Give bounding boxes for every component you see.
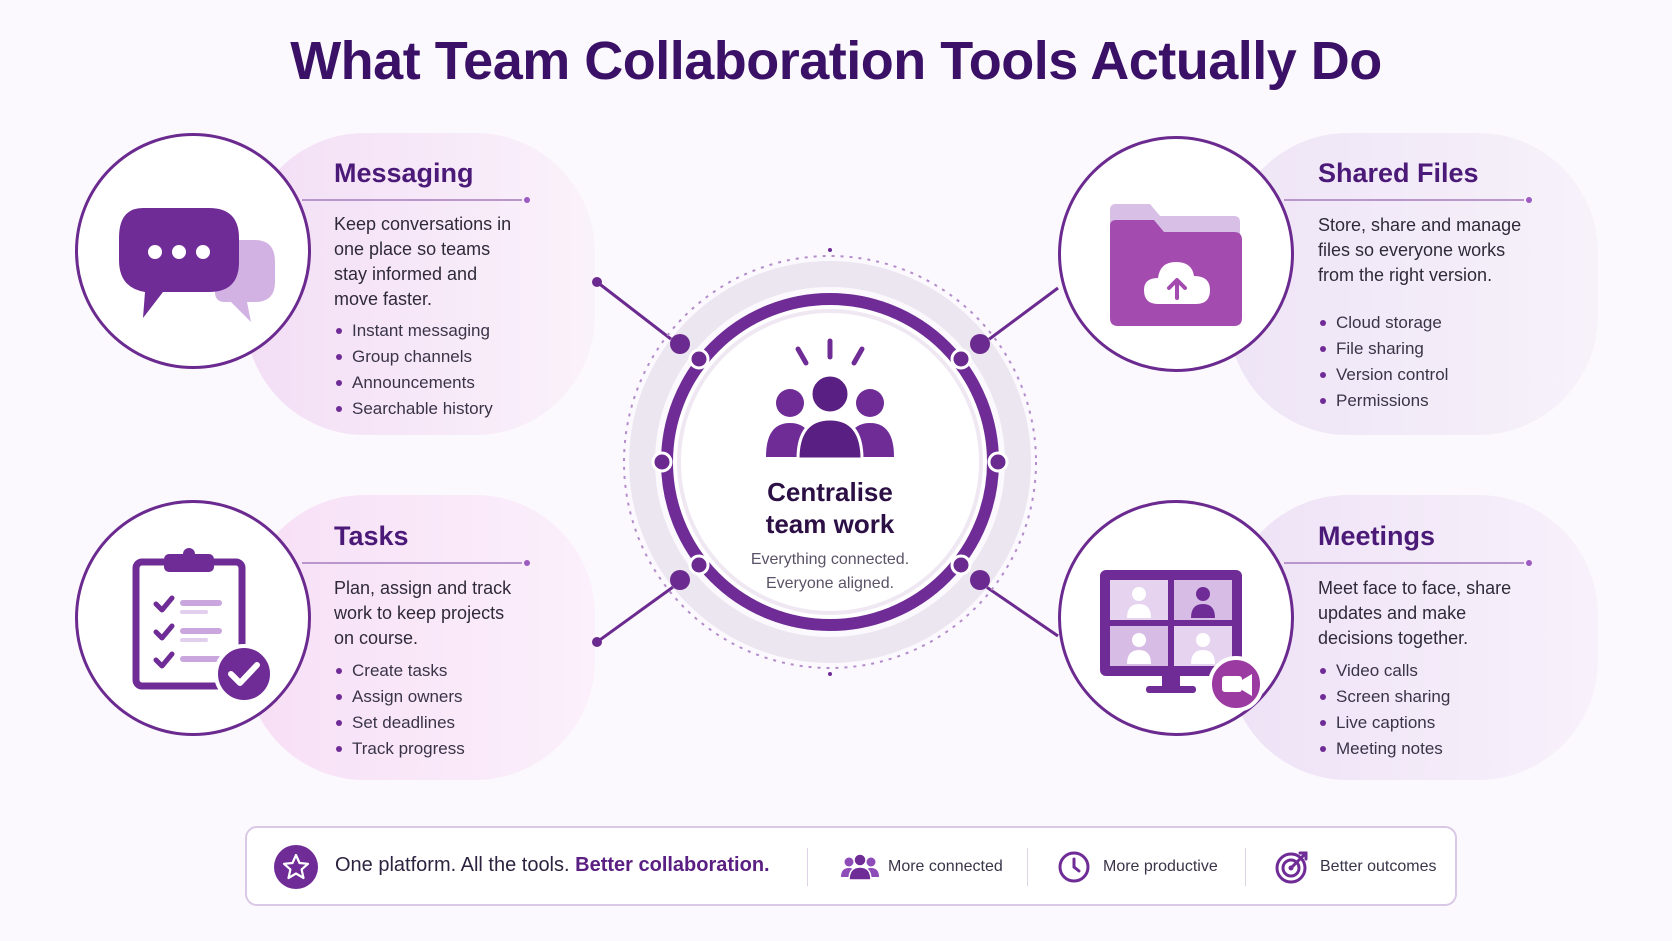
- meetings-feature: Screen sharing: [1318, 684, 1450, 710]
- people-icon: [841, 853, 879, 881]
- files-desc-line: Store, share and manage: [1318, 215, 1522, 235]
- video-call-monitor-icon: [1100, 570, 1264, 712]
- meetings-divider: [1284, 560, 1532, 566]
- messaging-desc-line: one place so teams: [334, 239, 491, 259]
- meetings-desc-line: updates and make: [1318, 603, 1467, 623]
- files-feature: Cloud storage: [1318, 310, 1448, 336]
- messaging-desc-line: Keep conversations in: [334, 214, 512, 234]
- target-icon: [1275, 851, 1308, 884]
- messaging-description: Keep conversations in one place so teams…: [334, 212, 511, 312]
- files-description: Store, share and manage files so everyon…: [1318, 213, 1521, 288]
- meetings-description: Meet face to face, share updates and mak…: [1318, 576, 1511, 651]
- center-title-line2: team work: [765, 509, 895, 539]
- center-title-line1: Centralise: [767, 477, 893, 507]
- center-subtitle: Everything connected. Everyone aligned.: [680, 548, 980, 596]
- center-ring: [623, 248, 1037, 676]
- stat-better-outcomes: Better outcomes: [1320, 858, 1437, 875]
- tasks-features: Create tasks Assign owners Set deadlines…: [334, 658, 465, 762]
- files-features: Cloud storage File sharing Version contr…: [1318, 310, 1448, 414]
- tasks-desc-line: on course.: [334, 628, 419, 648]
- footer-tagline: One platform. All the tools. Better coll…: [335, 854, 770, 877]
- center-subtitle-line1: Everything connected.: [750, 551, 910, 568]
- meetings-desc-line: Meet face to face, share: [1318, 578, 1512, 598]
- meetings-desc-line: decisions together.: [1318, 628, 1469, 648]
- tasks-divider: [302, 560, 530, 566]
- footer-separator: [1245, 848, 1246, 886]
- clock-icon: [1058, 851, 1090, 883]
- footer-bar: One platform. All the tools. Better coll…: [245, 826, 1457, 906]
- messaging-feature: Searchable history: [334, 396, 493, 422]
- messaging-title: Messaging: [334, 158, 474, 188]
- team-icon: [766, 338, 894, 461]
- tasks-desc-line: work to keep projects: [334, 603, 505, 623]
- tasks-feature: Assign owners: [334, 684, 465, 710]
- star-icon: [274, 845, 318, 889]
- stat-more-productive: More productive: [1103, 858, 1218, 875]
- messaging-feature: Announcements: [334, 370, 493, 396]
- tasks-feature: Set deadlines: [334, 710, 465, 736]
- meetings-features: Video calls Screen sharing Live captions…: [1318, 658, 1450, 762]
- footer-separator: [807, 848, 808, 886]
- tasks-description: Plan, assign and track work to keep proj…: [334, 576, 511, 651]
- tasks-title: Tasks: [334, 521, 409, 551]
- footer-tagline-plain: One platform. All the tools.: [335, 854, 570, 876]
- center-subtitle-line2: Everyone aligned.: [765, 575, 895, 592]
- messaging-feature: Instant messaging: [334, 318, 493, 344]
- files-divider: [1284, 197, 1532, 203]
- tasks-desc-line: Plan, assign and track: [334, 578, 512, 598]
- center-title: Centralise team work: [680, 476, 980, 540]
- messaging-features: Instant messaging Group channels Announc…: [334, 318, 493, 422]
- footer-tagline-bold: Better collaboration.: [575, 854, 770, 876]
- messaging-feature: Group channels: [334, 344, 493, 370]
- meetings-feature: Meeting notes: [1318, 736, 1450, 762]
- files-feature: File sharing: [1318, 336, 1448, 362]
- messaging-desc-line: stay informed and: [334, 264, 478, 284]
- chat-bubbles-icon: [119, 208, 275, 322]
- meetings-feature: Live captions: [1318, 710, 1450, 736]
- meetings-feature: Video calls: [1318, 658, 1450, 684]
- files-desc-line: from the right version.: [1318, 265, 1493, 285]
- page-title: What Team Collaboration Tools Actually D…: [290, 31, 1382, 91]
- files-title: Shared Files: [1318, 158, 1479, 188]
- tasks-feature: Track progress: [334, 736, 465, 762]
- footer-separator: [1027, 848, 1028, 886]
- files-desc-line: files so everyone works: [1318, 240, 1506, 260]
- messaging-divider: [302, 197, 530, 203]
- clipboard-checklist-icon: [132, 548, 274, 704]
- files-feature: Version control: [1318, 362, 1448, 388]
- stat-more-connected: More connected: [888, 858, 1003, 875]
- files-feature: Permissions: [1318, 388, 1448, 414]
- cloud-folder-icon: [1110, 204, 1242, 326]
- tasks-feature: Create tasks: [334, 658, 465, 684]
- messaging-desc-line: move faster.: [334, 289, 433, 309]
- meetings-title: Meetings: [1318, 521, 1436, 551]
